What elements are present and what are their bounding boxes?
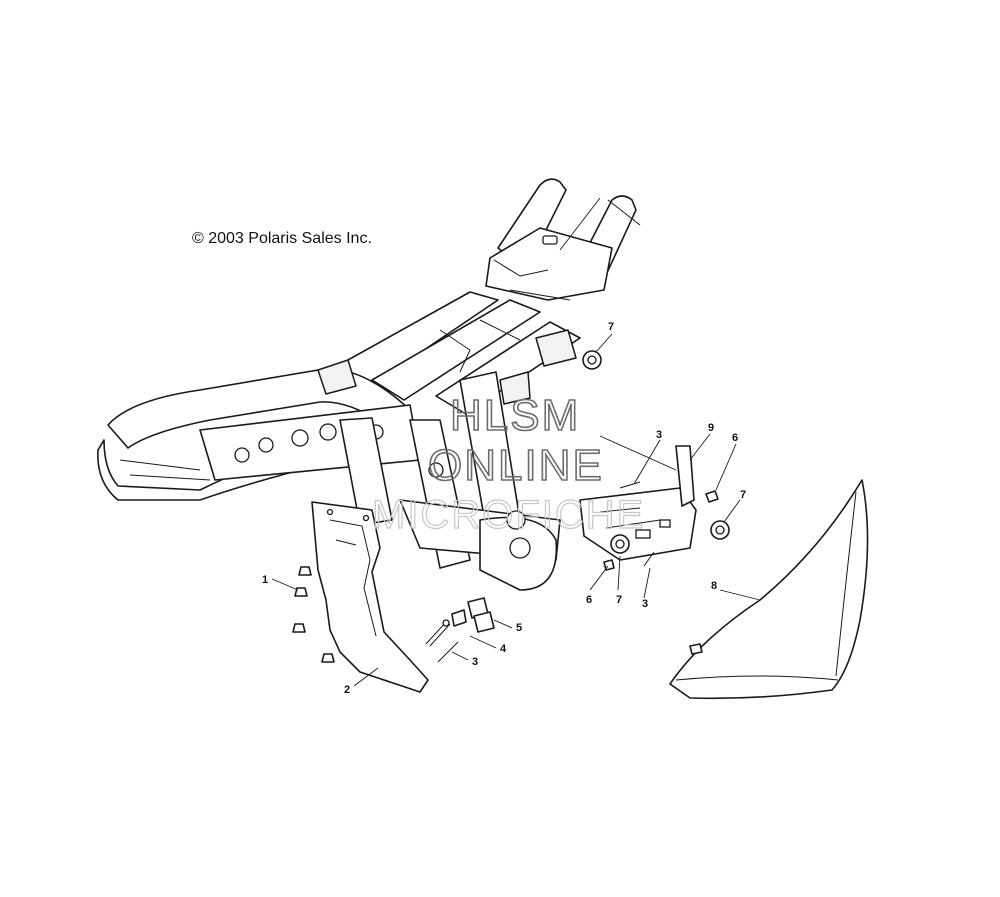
pin-pair [425,619,459,663]
fastener-group-1 [292,566,335,663]
callout-6-lower: 6 [586,594,592,606]
watermark-line-1: HLSM [450,391,580,440]
callout-3-lower: 3 [642,598,648,610]
screw-right [705,490,719,503]
pin-right [643,551,655,567]
seat-cover [669,479,869,700]
callout-7-lower: 7 [616,594,622,606]
side-cover-panel [311,501,429,693]
callout-5: 5 [516,622,522,634]
callout-7-right: 7 [740,489,746,501]
screw-lower [603,559,615,571]
watermark-line-3: MICROFICHE [372,493,645,537]
callout-1: 1 [262,574,268,586]
copyright-notice: © 2003 Polaris Sales Inc. [192,230,372,247]
callout-9: 9 [708,422,714,434]
callout-8: 8 [711,580,717,592]
callout-7-upper: 7 [608,321,614,333]
watermark-line-2: ONLINE [428,441,604,490]
frame-assembly [97,178,641,591]
pin-upper [619,481,641,489]
callout-3-left: 3 [472,656,478,668]
leader-lines [271,197,761,687]
mounting-bracket [579,445,697,561]
watermark: HLSM ONLINE MICROFICHE [371,390,645,537]
callout-3-upper: 3 [656,429,662,441]
callout-2: 2 [344,684,350,696]
clip-bracket [451,597,495,633]
callout-6-right: 6 [732,432,738,444]
callout-4: 4 [500,643,507,655]
